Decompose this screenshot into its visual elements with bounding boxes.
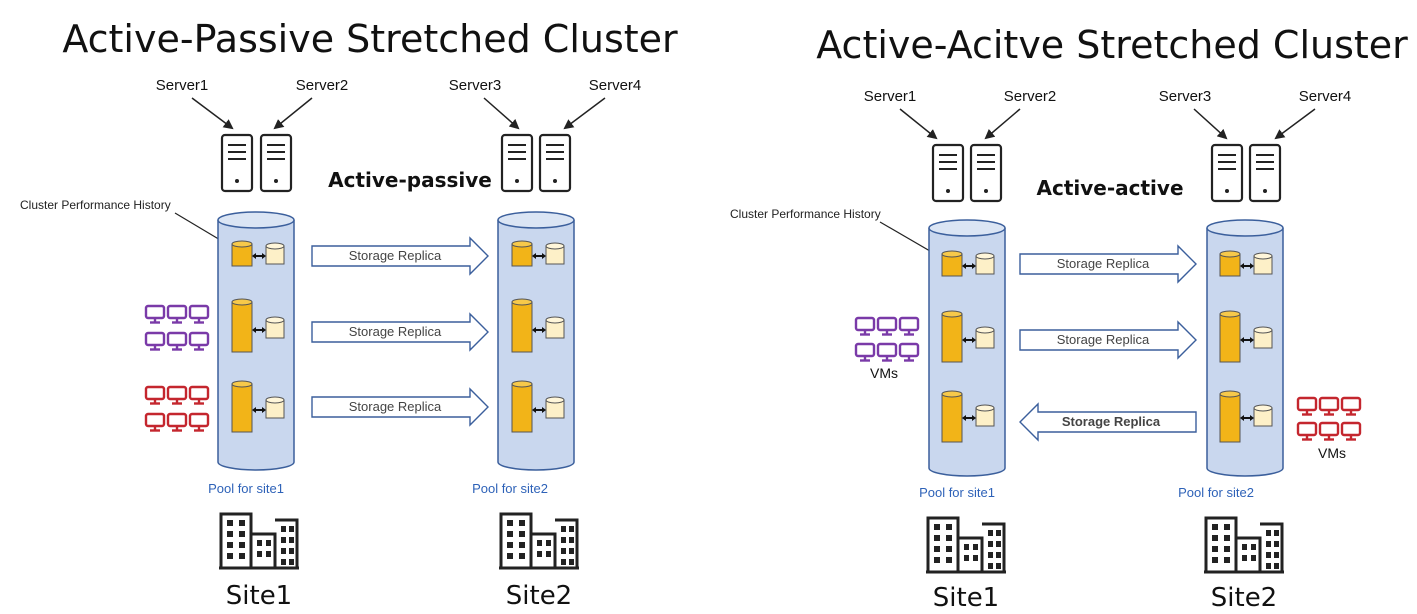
left-site2-building-icon: [497, 504, 581, 572]
right-server1-pointer: [899, 108, 938, 140]
left-site2-disks: [511, 240, 565, 433]
left-vm-group-purple: [144, 304, 210, 351]
right-vms-label-site1: VMs: [870, 365, 898, 381]
left-server2-icon: [259, 133, 293, 193]
right-server4-pointer: [1274, 108, 1316, 140]
left-replica-arrow-2: [311, 312, 489, 352]
right-site2-disks: [1219, 250, 1273, 443]
right-pool2-label: Pool for site2: [1178, 485, 1254, 500]
left-pool1-label: Pool for site1: [208, 481, 284, 496]
left-replica-arrow-3: [311, 387, 489, 427]
right-server2-label: Server2: [1004, 88, 1057, 105]
right-server2-icon: [969, 143, 1003, 203]
right-mode-label: Active-active: [1036, 176, 1183, 200]
left-server3-icon: [500, 133, 534, 193]
left-pool2-label: Pool for site2: [472, 481, 548, 496]
left-site1-label: Site1: [226, 581, 292, 611]
left-server2-pointer: [273, 97, 313, 130]
right-replica-label-2: Storage Replica: [1057, 332, 1150, 347]
left-perf-history-label: Cluster Performance History: [20, 198, 171, 212]
left-site1-building-icon: [217, 504, 301, 572]
left-server1-icon: [220, 133, 254, 193]
left-replica-label-1: Storage Replica: [349, 248, 442, 263]
right-site2-label: Site2: [1211, 583, 1277, 613]
left-server3-label: Server3: [449, 77, 502, 94]
right-site1-building-icon: [924, 508, 1008, 576]
left-server4-pointer: [563, 97, 606, 130]
left-site2-label: Site2: [506, 581, 572, 611]
left-server1-label: Server1: [156, 77, 209, 94]
right-server1-label: Server1: [864, 88, 917, 105]
left-server4-icon: [538, 133, 572, 193]
right-site1-disks: [941, 250, 995, 443]
right-server2-pointer: [984, 108, 1021, 140]
right-site1-label: Site1: [933, 583, 999, 613]
right-pool1-label: Pool for site1: [919, 485, 995, 500]
left-vm-group-red: [144, 385, 210, 432]
right-replica-label-1: Storage Replica: [1057, 256, 1150, 271]
left-server2-label: Server2: [296, 77, 349, 94]
left-server4-label: Server4: [589, 77, 642, 94]
left-replica-label-2: Storage Replica: [349, 324, 442, 339]
right-server4-label: Server4: [1299, 88, 1352, 105]
left-mode-label: Active-passive: [328, 168, 492, 192]
right-vms-label-site2: VMs: [1318, 445, 1346, 461]
left-server3-pointer: [483, 97, 520, 130]
right-server3-pointer: [1193, 108, 1228, 140]
right-server4-icon: [1248, 143, 1282, 203]
right-server3-label: Server3: [1159, 88, 1212, 105]
right-replica-label-3: Storage Replica: [1062, 414, 1161, 429]
right-server1-icon: [931, 143, 965, 203]
right-replica-arrow-3-reverse: [1019, 402, 1197, 442]
left-replica-arrow-1: [311, 236, 489, 276]
right-site2-building-icon: [1202, 508, 1286, 576]
right-replica-arrow-1: [1019, 244, 1197, 284]
left-site1-disks: [231, 240, 285, 433]
right-perf-history-label: Cluster Performance History: [730, 207, 881, 221]
right-title: Active-Acitve Stretched Cluster: [816, 23, 1408, 67]
right-server3-icon: [1210, 143, 1244, 203]
left-server1-pointer: [191, 97, 234, 130]
right-vm-group-purple: [854, 316, 920, 362]
left-title: Active-Passive Stretched Cluster: [62, 17, 678, 61]
right-replica-arrow-2: [1019, 320, 1197, 360]
left-replica-label-3: Storage Replica: [349, 399, 442, 414]
right-panel: Active-Acitve Stretched Cluster Server1 …: [730, 23, 1408, 613]
left-panel: Active-Passive Stretched Cluster Server1…: [20, 17, 678, 611]
right-vm-group-red: [1296, 396, 1362, 441]
